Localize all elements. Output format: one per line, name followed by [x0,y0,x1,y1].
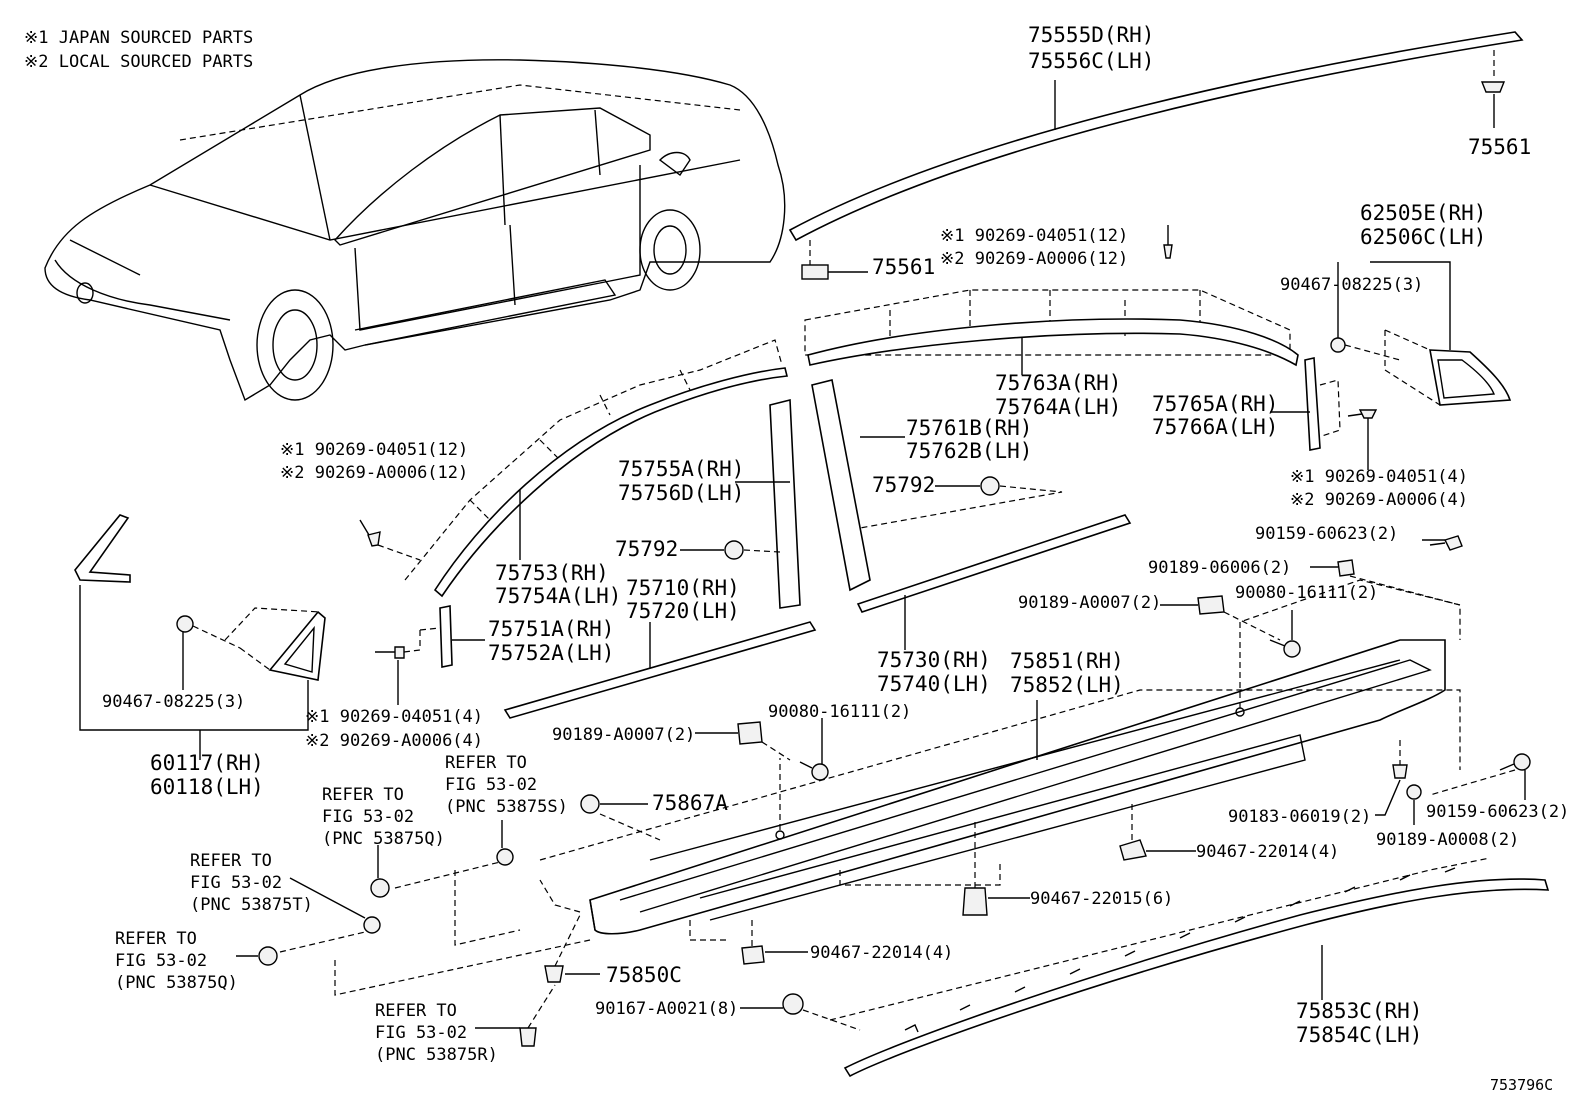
label-75792-upper: 75792 [872,473,935,497]
label-90189-06006: 90189-06006(2) [1148,558,1291,578]
label-60118: 60118(LH) [150,775,264,799]
refer-line-3: (PNC 53875Q) [322,829,445,849]
label-90467-22014-left: 90467-22014(4) [810,943,953,963]
refer-line-2: FIG 53-02 [322,807,414,827]
refer-fig-53875s[interactable]: REFER TO FIG 53-02 (PNC 53875S) [445,753,568,817]
label-75556c: 75556C(LH) [1028,49,1154,73]
label-90269-04051-right: ※1 90269-04051(4) [1290,467,1468,487]
label-75561-left: 75561 [872,255,935,279]
label-90080-16111-right: 90080-16111(2) [1235,583,1378,603]
label-90189-a0007-right: 90189-A0007(2) [1018,593,1161,613]
refer-line-1: REFER TO [375,1001,457,1021]
rocker-panel [539,579,1461,941]
pillar-garnishes [680,379,1063,609]
label-60117: 60117(RH) [150,751,264,775]
refer-line-1: REFER TO [445,753,527,773]
label-75720: 75720(LH) [626,599,740,623]
refer-line-2: FIG 53-02 [115,951,207,971]
refer-line-2: FIG 53-02 [190,873,282,893]
label-75710: 75710(RH) [626,576,740,600]
front-belt-moulding [503,621,817,719]
lower-rocker-moulding [829,857,1550,1078]
refer-line-1: REFER TO [115,929,197,949]
front-quarter-window [74,514,326,760]
refer-line-3: (PNC 53875T) [190,895,313,915]
label-90269-04051-lower-left: ※1 90269-04051(4) [305,707,483,727]
label-90167-a0021: 90167-A0021(8) [595,999,738,1019]
label-75766a: 75766A(LH) [1152,415,1278,439]
diagram-code: 753796C [1490,1076,1553,1094]
lower-left-fasteners [236,820,861,1047]
refer-line-3: (PNC 53875Q) [115,973,238,993]
label-75852: 75852(LH) [1010,673,1124,697]
label-75555d: 75555D(RH) [1028,23,1154,47]
label-90269-a0006-lower-left: ※2 90269-A0006(4) [305,731,483,751]
refer-line-3: (PNC 53875S) [445,797,568,817]
roof-molding [788,31,1524,280]
label-90467-22014-right: 90467-22014(4) [1196,842,1339,862]
note-local-sourced: ※2 LOCAL SOURCED PARTS [24,52,253,72]
refer-line-3: (PNC 53875R) [375,1045,498,1065]
label-90189-a0007-left: 90189-A0007(2) [552,725,695,745]
rear-belt-moulding [856,514,1132,650]
label-75753: 75753(RH) [495,561,609,585]
label-75854c: 75854C(LH) [1296,1023,1422,1047]
rear-frame-moulding [1270,357,1378,470]
rear-door-molding [804,289,1299,375]
refer-fig-53875q-upper[interactable]: REFER TO FIG 53-02 (PNC 53875Q) [322,785,445,849]
label-90269-a0006-left: ※2 90269-A0006(12) [280,463,468,483]
label-75740: 75740(LH) [877,672,991,696]
refer-fig-53875q-lower[interactable]: REFER TO FIG 53-02 (PNC 53875Q) [115,929,238,993]
label-90467-22015: 90467-22015(6) [1030,889,1173,909]
refer-fig-53875r[interactable]: REFER TO FIG 53-02 (PNC 53875R) [375,1001,498,1065]
label-75761b: 75761B(RH) [906,416,1032,440]
label-75752a: 75752A(LH) [488,641,614,665]
label-90269-a0006-top: ※2 90269-A0006(12) [940,249,1128,269]
label-75850c: 75850C [606,963,682,987]
label-75751a: 75751A(RH) [488,617,614,641]
label-62505e: 62505E(RH) [1360,201,1486,225]
label-75754a: 75754A(LH) [495,584,621,608]
label-90183-06019: 90183-06019(2) [1228,807,1371,827]
refer-line-1: REFER TO [190,851,272,871]
label-90269-a0006-right: ※2 90269-A0006(4) [1290,490,1468,510]
label-75561-right: 75561 [1468,135,1531,159]
label-90080-16111-left: 90080-16111(2) [768,702,911,722]
front-door-molding [404,339,788,668]
label-75763a: 75763A(RH) [995,371,1121,395]
middle-fasteners [580,718,829,841]
label-75762b: 75762B(LH) [906,439,1032,463]
label-90467-08225-right: 90467-08225(3) [1280,275,1423,295]
label-75792-lower: 75792 [615,537,678,561]
lower-right-fasteners [741,740,1531,965]
label-75851: 75851(RH) [1010,649,1124,673]
label-75764a: 75764A(LH) [995,395,1121,419]
label-75755a: 75755A(RH) [618,457,744,481]
label-90189-a0008: 90189-A0008(2) [1376,830,1519,850]
label-75853c: 75853C(RH) [1296,999,1422,1023]
note-japan-sourced: ※1 JAPAN SOURCED PARTS [24,28,253,48]
rear-fasteners [1160,535,1463,658]
label-90269-04051-left: ※1 90269-04051(12) [280,440,468,460]
label-75756d: 75756D(LH) [618,481,744,505]
refer-line-2: FIG 53-02 [375,1023,467,1043]
label-75730: 75730(RH) [877,648,991,672]
refer-line-2: FIG 53-02 [445,775,537,795]
label-90467-08225-left: 90467-08225(3) [102,692,245,712]
label-90269-04051-top: ※1 90269-04051(12) [940,226,1128,246]
label-62506c: 62506C(LH) [1360,225,1486,249]
label-90159-60623-top: 90159-60623(2) [1255,524,1398,544]
refer-fig-53875t[interactable]: REFER TO FIG 53-02 (PNC 53875T) [190,851,313,915]
rear-quarter-window [1330,261,1512,406]
refer-line-1: REFER TO [322,785,404,805]
car-illustration [44,59,786,402]
label-90159-60623-bottom: 90159-60623(2) [1426,802,1569,822]
label-75867a: 75867A [652,791,728,815]
label-75765a: 75765A(RH) [1152,392,1278,416]
